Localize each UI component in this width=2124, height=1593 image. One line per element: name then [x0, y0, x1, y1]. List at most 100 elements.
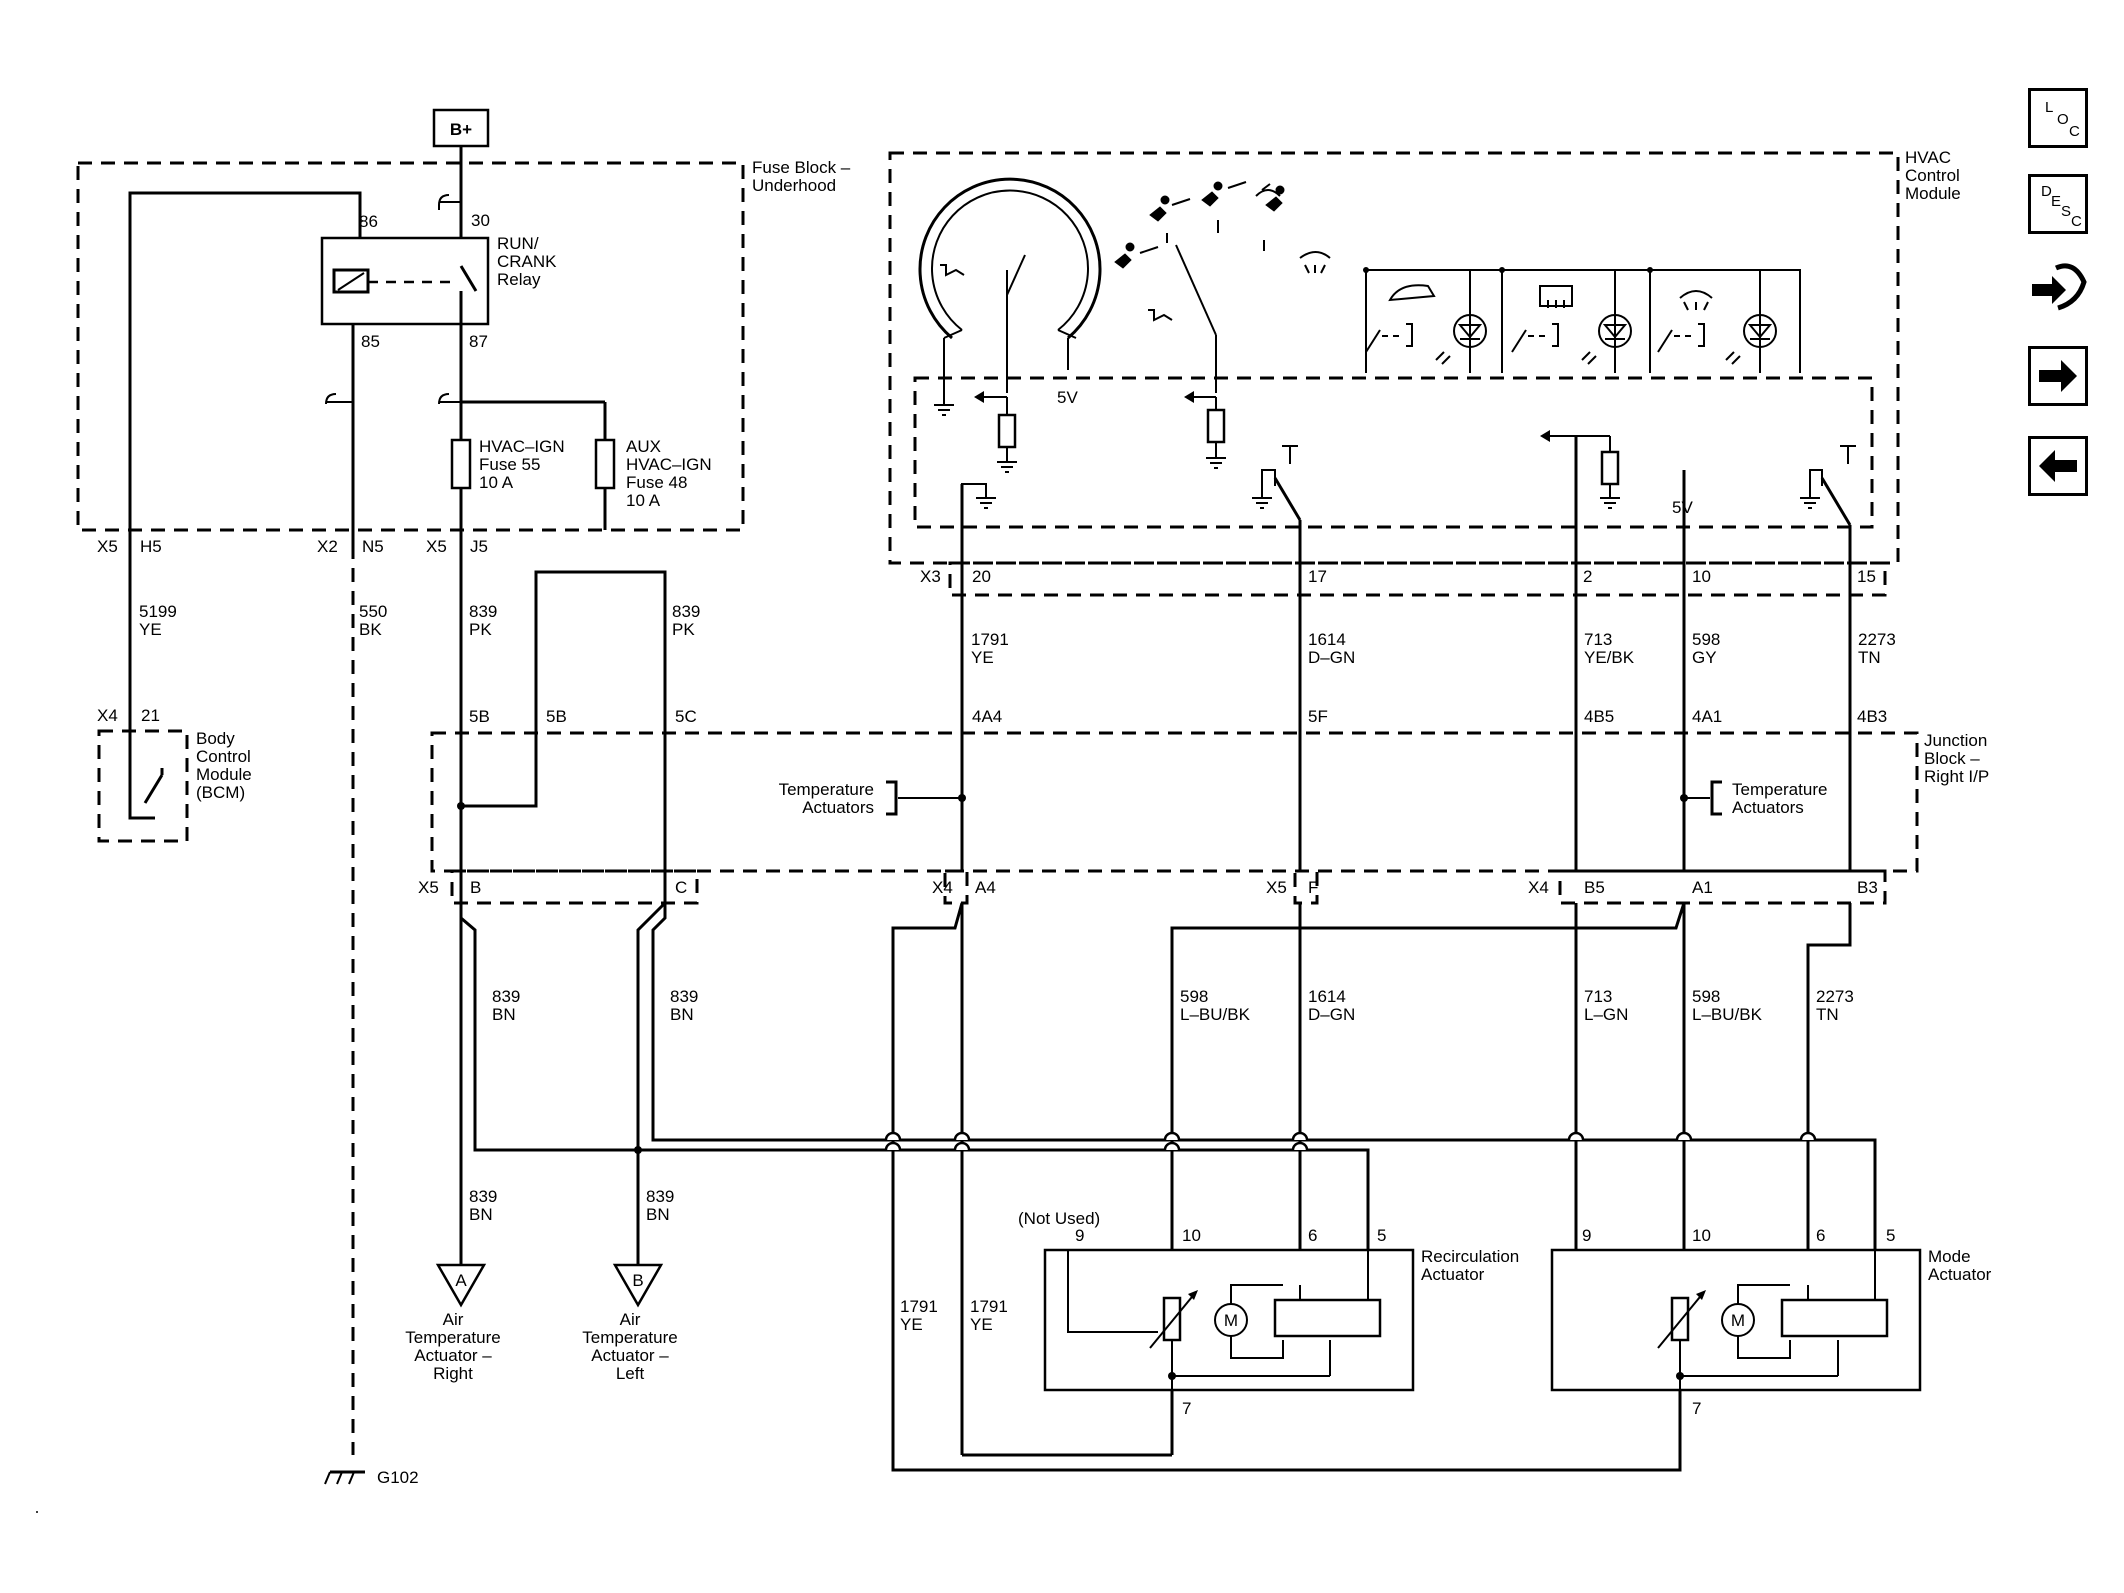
mode-potentiometer	[1670, 1296, 1690, 1342]
mode-name-2: Actuator	[1928, 1265, 1992, 1284]
wire-label: 839	[670, 987, 698, 1006]
bcm-pin: 21	[141, 706, 160, 725]
jb-pin-4b5: 4B5	[1584, 707, 1614, 726]
fuse-48-label-3: Fuse 48	[626, 473, 687, 492]
wire-label: 2273	[1816, 987, 1854, 1006]
fuse-55-rating: 10 A	[479, 473, 514, 492]
jb-conn-x4-b: X4	[1528, 878, 1549, 897]
relay-name-2: CRANK	[497, 252, 557, 271]
actuator-a-name-2: Temperature	[405, 1328, 500, 1347]
next-button[interactable]	[2028, 346, 2088, 406]
recirc-name: Recirculation	[1421, 1247, 1519, 1266]
wire-color: D–GN	[1308, 648, 1355, 667]
wire-label: 1791	[900, 1297, 938, 1316]
wire-color: YE	[900, 1315, 923, 1334]
wire-label: 598	[1180, 987, 1208, 1006]
battery-supply-label: B+	[450, 120, 472, 139]
loc-icon-o: O	[2057, 111, 2069, 128]
hvac-pin-20: 20	[972, 567, 991, 586]
hvac-module-name-3: Module	[1905, 184, 1961, 203]
temp-actuators-left: Temperature	[779, 780, 874, 799]
wire-label: 839	[646, 1187, 674, 1206]
recirc-pin-10: 10	[1182, 1226, 1201, 1245]
actuator-b-name-4: Left	[616, 1364, 645, 1383]
desc-button[interactable]: D E S C	[2028, 174, 2088, 234]
hvac-module-name: HVAC	[1905, 148, 1951, 167]
hvac-pin-10: 10	[1692, 567, 1711, 586]
recirc-motor-label: M	[1224, 1311, 1238, 1330]
fuse-48-rating: 10 A	[626, 491, 661, 510]
hvac-connector-x3: X3	[920, 567, 941, 586]
wire-color: YE/BK	[1584, 648, 1635, 667]
jb-conn-b3: B3	[1857, 878, 1878, 897]
actuator-a-letter: A	[455, 1271, 467, 1290]
jb-pin-5c: 5C	[675, 707, 697, 726]
hvac-module-name-2: Control	[1905, 166, 1960, 185]
wire-color: YE	[139, 620, 162, 639]
mode-pin-9: 9	[1582, 1226, 1591, 1245]
previous-button[interactable]	[2028, 436, 2088, 496]
jb-conn-f: F	[1308, 878, 1318, 897]
hvac-pin-17: 17	[1308, 567, 1327, 586]
jb-pin-4b3: 4B3	[1857, 707, 1887, 726]
pin-n5: N5	[362, 537, 384, 556]
relay-pin-30: 30	[471, 211, 490, 230]
air-temp-actuator-right-symbol	[435, 1263, 487, 1308]
bcm-name-2: Control	[196, 747, 251, 766]
actuator-b-name-3: Actuator –	[591, 1346, 669, 1365]
jb-conn-b5: B5	[1584, 878, 1605, 897]
jb-pin-4a4: 4A4	[972, 707, 1002, 726]
jb-conn-x5: X5	[418, 878, 439, 897]
wire-label: 598	[1692, 630, 1720, 649]
fuse-48-label-2: HVAC–IGN	[626, 455, 712, 474]
hvac-control-module-outline	[888, 151, 1900, 565]
relay-pin-87: 87	[469, 332, 488, 351]
fuse-55-label-2: Fuse 55	[479, 455, 540, 474]
recirc-pin-5: 5	[1377, 1226, 1386, 1245]
recirc-potentiometer	[1162, 1296, 1182, 1342]
wire-label: 2273	[1858, 630, 1896, 649]
wire-5199	[128, 191, 362, 545]
connector-x2: X2	[317, 537, 338, 556]
wire-color: L–BU/BK	[1180, 1005, 1251, 1024]
desc-icon-d: D	[2041, 183, 2052, 200]
temperature-knob	[918, 177, 1102, 340]
recirc-name-2: Actuator	[1421, 1265, 1485, 1284]
wire-label: 839	[492, 987, 520, 1006]
relay-name-3: Relay	[497, 270, 541, 289]
jb-pin-5b: 5B	[469, 707, 490, 726]
bcm-name: Body	[196, 729, 235, 748]
next-arrow-icon	[2039, 360, 2077, 392]
actuator-a-name-4: Right	[433, 1364, 473, 1383]
temp-actuators-left-2: Actuators	[802, 798, 874, 817]
actuator-b-name: Air	[620, 1310, 641, 1329]
loc-icon-l: L	[2045, 99, 2054, 116]
mode-controller	[1780, 1298, 1889, 1338]
wire-color: TN	[1858, 648, 1881, 667]
recirc-pin-9: 9	[1075, 1226, 1084, 1245]
bcm-outline	[97, 729, 189, 843]
mode-motor-label: M	[1731, 1311, 1745, 1330]
connector-icon	[2032, 263, 2087, 311]
recirc-pin-6: 6	[1308, 1226, 1317, 1245]
wire-color: GY	[1692, 648, 1717, 667]
wire-color: L–GN	[1584, 1005, 1628, 1024]
recirculation-actuator	[1043, 1248, 1415, 1392]
actuator-a-name: Air	[443, 1310, 464, 1329]
recirc-controller	[1273, 1298, 1382, 1338]
connector-view-button[interactable]	[2028, 258, 2088, 318]
connector-x5-j5: X5	[426, 537, 447, 556]
wire-label: 1791	[971, 630, 1009, 649]
actuator-a-name-3: Actuator –	[414, 1346, 492, 1365]
wire-label: 713	[1584, 630, 1612, 649]
wire-color: TN	[1816, 1005, 1839, 1024]
jb-pin-5b-2: 5B	[546, 707, 567, 726]
relay-pin-85: 85	[361, 332, 380, 351]
bcm-name-3: Module	[196, 765, 252, 784]
wire-label: 839	[672, 602, 700, 621]
loc-button[interactable]: L O C	[2028, 88, 2088, 148]
jb-conn-c: C	[675, 878, 687, 897]
junction-block-name: Junction	[1924, 731, 1987, 750]
jb-conn-b: B	[470, 878, 481, 897]
